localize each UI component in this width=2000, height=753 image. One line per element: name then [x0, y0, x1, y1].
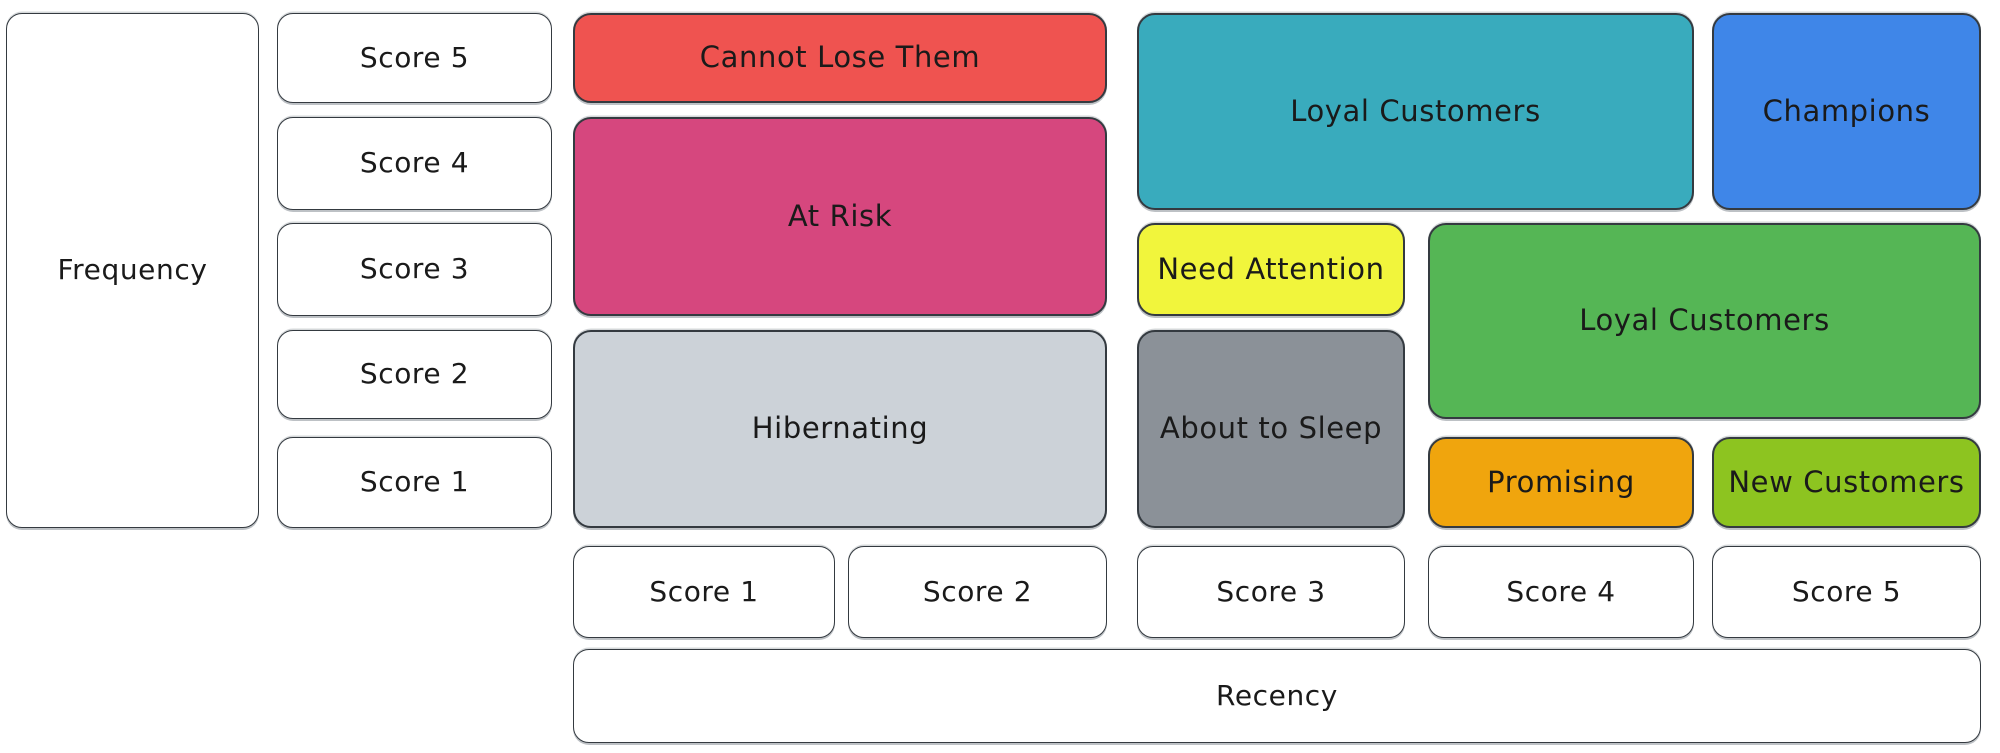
frequency-score-4: Score 4	[277, 117, 552, 210]
segment-about-to-sleep: About to Sleep	[1137, 330, 1405, 528]
recency-score-1: Score 1	[573, 546, 835, 638]
frequency-score-5-label: Score 5	[359, 40, 470, 74]
segment-promising-label: Promising	[1487, 464, 1635, 499]
segment-at-risk: At Risk	[573, 117, 1107, 316]
frequency-score-4-label: Score 4	[359, 146, 470, 180]
recency-score-3-label: Score 3	[1216, 574, 1326, 608]
frequency-score-2: Score 2	[277, 330, 552, 419]
segment-need-attention: Need Attention	[1137, 223, 1405, 316]
segment-loyal-customers-top: Loyal Customers	[1137, 13, 1694, 210]
recency-axis-label-box: Recency	[573, 649, 1981, 743]
frequency-axis-label: Frequency	[57, 253, 208, 287]
frequency-score-2-label: Score 2	[359, 357, 470, 391]
recency-score-2: Score 2	[848, 546, 1107, 638]
recency-score-4-label: Score 4	[1506, 574, 1616, 608]
recency-score-1-label: Score 1	[649, 574, 759, 608]
rfm-grid: Frequency Score 5 Score 4 Score 3 Score …	[6, 13, 2000, 743]
recency-score-5: Score 5	[1712, 546, 1981, 638]
segment-loyal-customers-right-label: Loyal Customers	[1579, 303, 1830, 338]
segment-loyal-customers-top-label: Loyal Customers	[1290, 93, 1541, 128]
segment-cannot-lose-them-label: Cannot Lose Them	[699, 40, 981, 75]
frequency-score-1-label: Score 1	[359, 465, 470, 499]
segment-hibernating: Hibernating	[573, 330, 1107, 528]
recency-score-5-label: Score 5	[1791, 574, 1902, 608]
segment-need-attention-label: Need Attention	[1157, 251, 1385, 286]
segment-loyal-customers-right: Loyal Customers	[1428, 223, 1981, 419]
segment-new-customers-label: New Customers	[1728, 464, 1965, 499]
frequency-score-3-label: Score 3	[359, 252, 470, 286]
frequency-score-1: Score 1	[277, 437, 552, 528]
recency-score-2-label: Score 2	[922, 574, 1033, 608]
recency-score-3: Score 3	[1137, 546, 1405, 638]
frequency-score-5: Score 5	[277, 13, 552, 103]
frequency-axis-label-box: Frequency	[6, 13, 259, 528]
recency-axis-label: Recency	[1216, 678, 1338, 712]
segment-promising: Promising	[1428, 437, 1694, 528]
segment-about-to-sleep-label: About to Sleep	[1159, 411, 1383, 446]
segment-new-customers: New Customers	[1712, 437, 1981, 528]
segment-champions: Champions	[1712, 13, 1981, 210]
segment-cannot-lose-them: Cannot Lose Them	[573, 13, 1107, 103]
recency-score-4: Score 4	[1428, 546, 1694, 638]
segment-champions-label: Champions	[1762, 93, 1931, 128]
frequency-score-3: Score 3	[277, 223, 552, 316]
segment-at-risk-label: At Risk	[787, 198, 893, 233]
segment-hibernating-label: Hibernating	[751, 411, 929, 446]
